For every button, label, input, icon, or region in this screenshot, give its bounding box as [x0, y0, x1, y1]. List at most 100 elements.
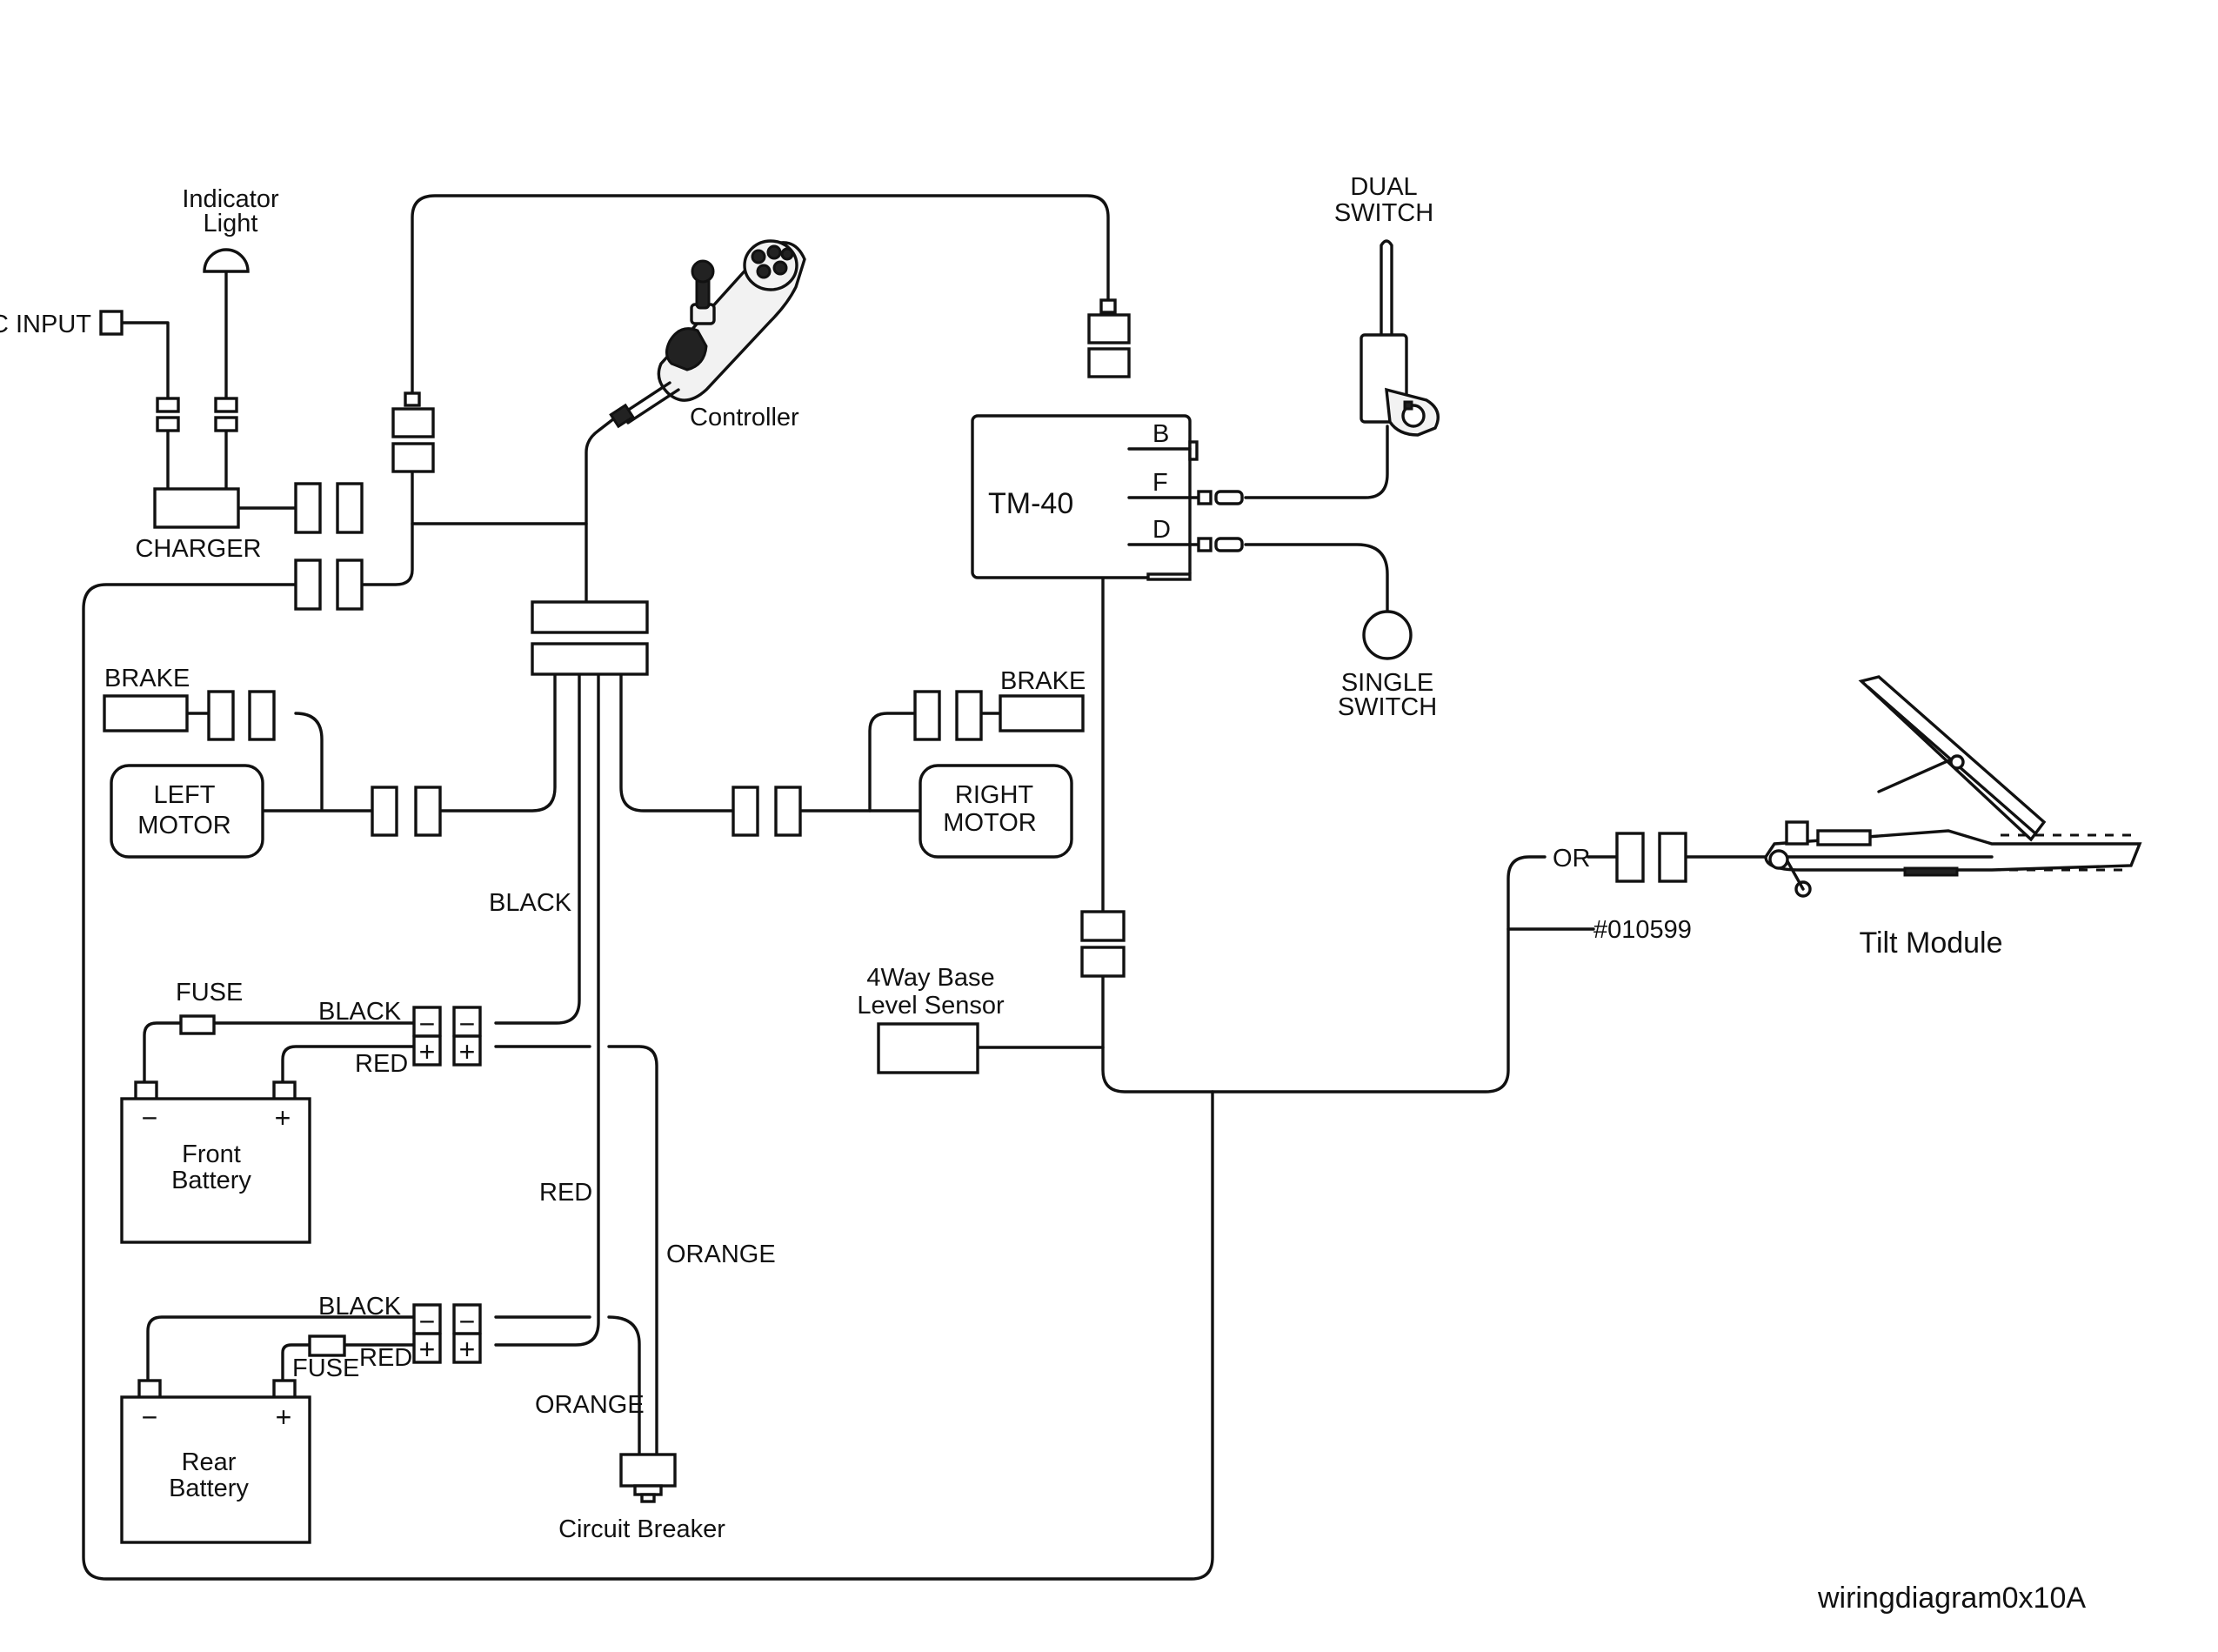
wire-left-motor-2 [440, 672, 557, 813]
indicator-light: Indicator Light [182, 185, 279, 273]
front-conn-minus-a: − [419, 1008, 436, 1040]
wire-front-red [281, 1045, 416, 1084]
tilt-module: Tilt Module [1764, 675, 2142, 960]
single-switch-label-1: SINGLE [1341, 669, 1433, 697]
rear-battery-label-2: Battery [169, 1475, 249, 1502]
left-brake: BRAKE [103, 665, 276, 741]
tm40-top-connector [1087, 298, 1131, 378]
front-fuse [179, 1014, 216, 1035]
level-sensor-label-2: Level Sensor [857, 992, 1005, 1020]
front-black-label: BLACK [318, 998, 402, 1026]
front-conn-minus-b: − [459, 1008, 476, 1040]
wire-single-switch [1244, 543, 1389, 615]
right-motor-label-2: MOTOR [943, 809, 1036, 837]
top-left-connector [391, 391, 435, 473]
rear-conn-minus-b: − [459, 1306, 476, 1337]
outer-loop-connector [294, 558, 364, 611]
tm40-down-connector [1080, 910, 1126, 978]
wire-tm40-down-2 [1101, 855, 1547, 1094]
front-red-label: RED [355, 1050, 408, 1078]
wire-dc-input [120, 321, 170, 400]
wire-right-motor [619, 672, 735, 813]
wire-top-loop [411, 194, 1110, 395]
rear-terminal-connectors: − + − + [412, 1303, 482, 1365]
or-label: OR [1553, 845, 1591, 873]
controller-label: Controller [690, 404, 799, 431]
indicator-light-label-1: Indicator [182, 185, 279, 213]
rear-battery-label-1: Rear [182, 1448, 237, 1476]
indicator-light-label-2: Light [204, 210, 258, 237]
left-brake-label: BRAKE [104, 665, 190, 692]
rear-fuse-label: FUSE [292, 1354, 359, 1382]
charger: CHARGER [135, 482, 364, 563]
port-f-label: F [1152, 469, 1168, 497]
wire-rear-black [146, 1315, 416, 1382]
front-fuse-label: FUSE [176, 979, 243, 1007]
dual-switch-label-1: DUAL [1350, 173, 1417, 201]
black-main-label: BLACK [489, 889, 572, 917]
diagram-id: wiringdiagram0x10A [1817, 1582, 2086, 1615]
level-sensor-label-1: 4Way Base [866, 964, 994, 992]
rear-red-label: RED [359, 1344, 412, 1372]
rear-black-label: BLACK [318, 1293, 402, 1321]
right-motor-label-1: RIGHT [955, 781, 1034, 809]
dual-switch: DUAL SWITCH [1334, 173, 1440, 437]
red-main-label: RED [539, 1179, 592, 1207]
wire-orange-rear [607, 1315, 641, 1456]
right-brake-label: BRAKE [1000, 667, 1086, 695]
front-battery-label-2: Battery [171, 1167, 251, 1194]
rear-battery: BLACK RED FUSE − + Rear Battery [120, 1293, 412, 1544]
rear-conn-plus-b: + [459, 1334, 476, 1365]
front-plus: + [275, 1102, 291, 1134]
level-sensor: 4Way Base Level Sensor [857, 964, 1005, 1074]
front-terminal-connectors: − + − + [412, 1006, 482, 1067]
single-switch: SINGLE SWITCH [1338, 610, 1437, 721]
left-motor-label-2: MOTOR [137, 812, 230, 839]
front-battery: FUSE BLACK RED − + Front Battery [120, 979, 408, 1244]
charger-connector-b [336, 482, 364, 534]
rear-conn-minus-a: − [419, 1306, 436, 1337]
tm40-label: TM-40 [988, 487, 1073, 520]
single-switch-label-2: SWITCH [1338, 693, 1437, 721]
front-minus: − [142, 1102, 158, 1134]
wire-left-brake-2 [294, 712, 324, 811]
left-motor-label-1: LEFT [154, 781, 216, 809]
charger-connector-a [294, 482, 322, 534]
front-battery-label-1: Front [182, 1140, 241, 1168]
front-conn-plus-b: + [459, 1036, 476, 1067]
charger-input-connectors [156, 397, 238, 432]
wire-outer-loop [82, 583, 1214, 1581]
tm40-module: TM-40 B F D [971, 414, 1244, 581]
wire-orange-main [607, 1045, 658, 1456]
port-b-label: B [1152, 420, 1169, 448]
front-conn-plus-a: + [419, 1036, 436, 1067]
wires [82, 194, 1769, 1581]
main-harness-connector [531, 600, 649, 676]
tilt-module-label: Tilt Module [1859, 926, 2002, 960]
wire-charger-branch [362, 470, 414, 586]
wire-right-brake [868, 712, 915, 813]
dual-switch-label-2: SWITCH [1334, 199, 1433, 227]
right-brake: BRAKE [913, 667, 1086, 741]
wire-dual-switch [1244, 425, 1389, 499]
dc-input-label: C INPUT [0, 311, 91, 338]
tilt-connector [1615, 832, 1687, 883]
wire-black-main [494, 672, 581, 1025]
circuit-breaker: ORANGE Circuit Breaker [535, 1391, 725, 1543]
dc-input: C INPUT [0, 310, 124, 338]
circuit-breaker-label: Circuit Breaker [558, 1515, 725, 1543]
right-motor: RIGHT MOTOR [732, 764, 1073, 859]
wire-controller-cable [585, 414, 619, 604]
part-number-label: #010599 [1593, 916, 1692, 944]
rear-plus: + [276, 1401, 292, 1433]
rear-minus: − [142, 1401, 158, 1433]
rear-conn-plus-a: + [419, 1334, 436, 1365]
orange-main-label: ORANGE [666, 1241, 776, 1268]
rear-fuse [308, 1334, 346, 1357]
controller: Controller [609, 239, 806, 431]
wire-rear-fuse [281, 1343, 311, 1382]
port-d-label: D [1152, 516, 1171, 544]
orange-rear-label: ORANGE [535, 1391, 645, 1419]
wire-red-main [494, 672, 600, 1347]
